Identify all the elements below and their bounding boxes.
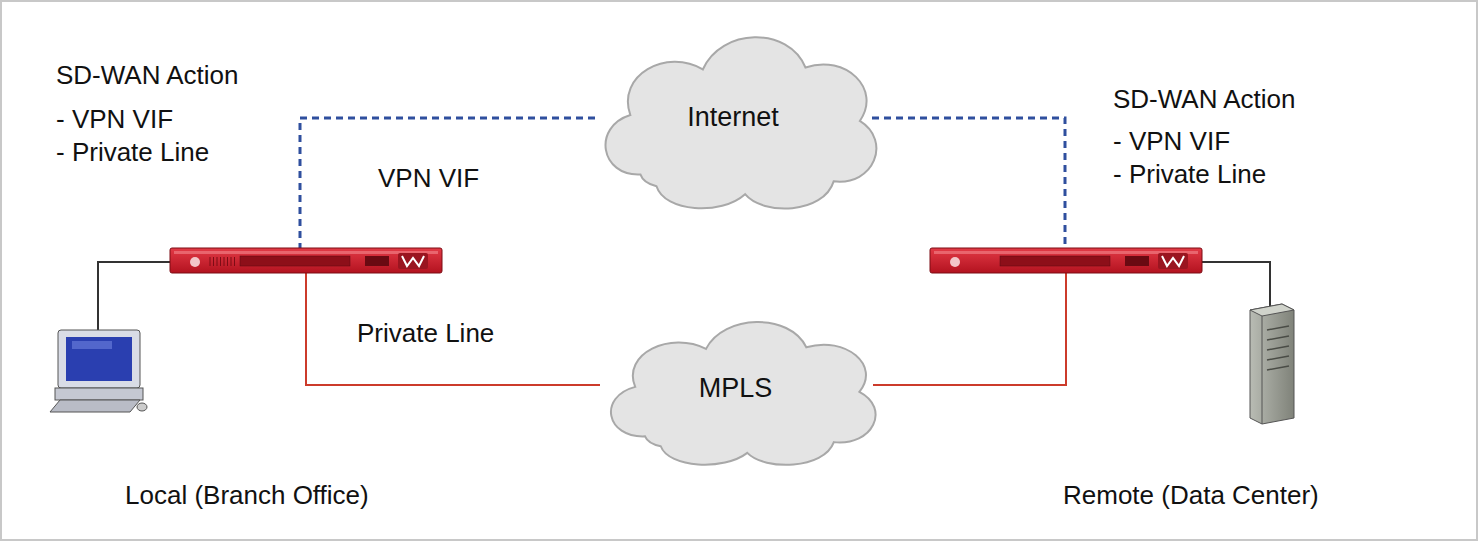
label-text: VPN VIF xyxy=(378,163,479,193)
label-text: Remote (Data Center) xyxy=(1063,480,1319,510)
network-cloud: MPLS xyxy=(588,306,883,471)
vent-slot xyxy=(234,257,235,266)
cloud-shape xyxy=(611,322,876,465)
computer-icon xyxy=(50,330,147,412)
cloud-shape xyxy=(606,37,877,208)
drive-slot xyxy=(1267,326,1289,330)
vent-slot xyxy=(217,257,218,266)
vent-slot xyxy=(220,257,221,266)
drive-slot xyxy=(1267,366,1289,370)
firewall-appliance xyxy=(930,248,1202,273)
vent-slot xyxy=(227,257,228,266)
vent-slot xyxy=(213,257,214,266)
annotation-item: - Private Line xyxy=(56,137,209,167)
label-text: - Private Line xyxy=(56,137,209,167)
label-text: SD-WAN Action xyxy=(56,60,239,90)
vent-slot xyxy=(224,257,225,266)
label-text: - VPN VIF xyxy=(1113,126,1230,156)
drive-slot xyxy=(1267,336,1289,340)
annotation-item: - Private Line xyxy=(1113,159,1266,189)
server-icon xyxy=(1250,304,1294,424)
drive-slot xyxy=(1267,356,1289,360)
drive-slot xyxy=(1267,346,1289,350)
annotation-heading: SD-WAN Action xyxy=(56,60,239,90)
annotation-item: - VPN VIF xyxy=(56,104,173,134)
cloud-label: MPLS xyxy=(699,373,773,404)
label-text: - VPN VIF xyxy=(56,104,173,134)
site-label: Remote (Data Center) xyxy=(1063,480,1319,510)
vent-slot xyxy=(231,257,232,266)
firewall-appliance xyxy=(170,248,442,273)
annotation-item: - VPN VIF xyxy=(1113,126,1230,156)
label-text: - Private Line xyxy=(1113,159,1266,189)
site-label: Local (Branch Office) xyxy=(125,480,369,510)
label-text: Local (Branch Office) xyxy=(125,480,369,510)
label-text: SD-WAN Action xyxy=(1113,84,1296,114)
cloud-label: Internet xyxy=(687,102,779,133)
link-label: VPN VIF xyxy=(378,163,479,193)
annotation-heading: SD-WAN Action xyxy=(1113,84,1296,114)
link-label: Private Line xyxy=(357,318,494,348)
label-text: Private Line xyxy=(357,318,494,348)
vent-slot xyxy=(210,257,211,266)
network-cloud: Internet xyxy=(582,18,884,216)
